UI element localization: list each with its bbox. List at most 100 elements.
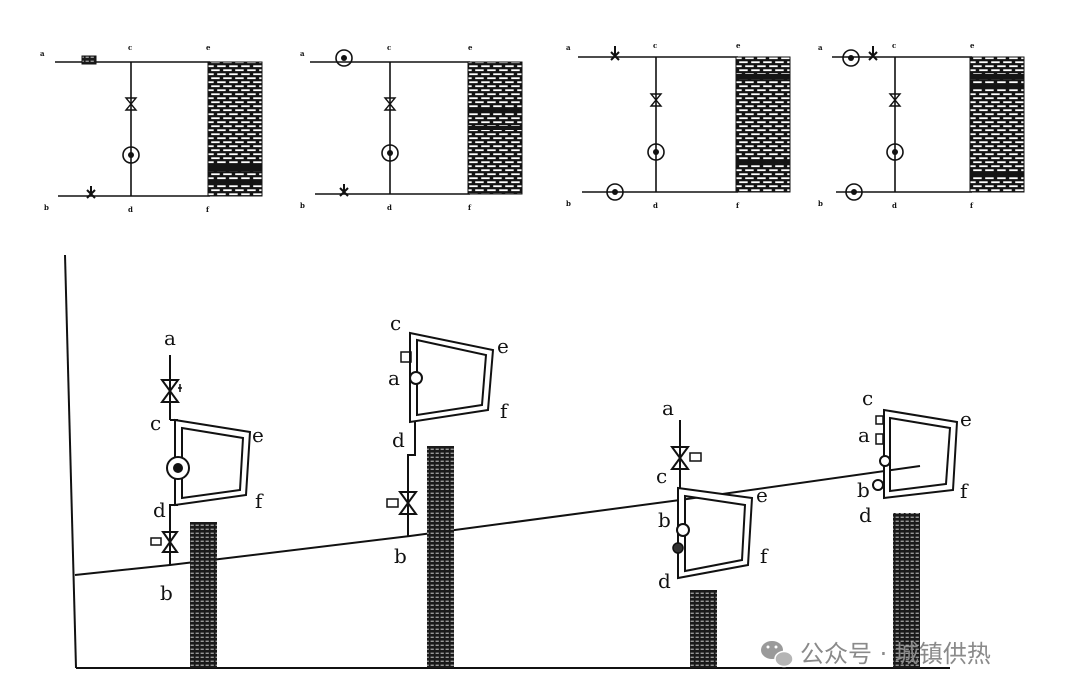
label-a: a	[858, 423, 870, 447]
label-a: a	[662, 396, 674, 420]
label-e: e	[960, 407, 972, 431]
profile-view: a c e d f b c a e d f b	[64, 254, 972, 669]
profile-section-1: a c e d f b	[150, 326, 264, 605]
valve-icon	[81, 55, 97, 65]
watermark-text: 公众号 · 城镇供热	[800, 640, 991, 668]
profile-section-2: c a e d f b	[386, 311, 509, 568]
valve-icon	[383, 97, 397, 111]
label-c: c	[656, 464, 667, 488]
label-d: d	[653, 201, 658, 210]
schematic-3: a c e b d f	[566, 41, 791, 210]
label-c: c	[150, 411, 161, 435]
valve-icon	[888, 93, 902, 107]
support-column	[690, 590, 717, 668]
label-e: e	[756, 483, 768, 507]
valve-icon	[670, 446, 690, 470]
watermark: 公众号 · 城镇供热	[761, 640, 991, 668]
schematic-4: a c e b d f	[818, 41, 1025, 210]
label-d: d	[392, 428, 405, 452]
valve-icon	[875, 415, 884, 425]
label-c: c	[653, 41, 657, 50]
pump-icon	[845, 183, 863, 201]
label-a: a	[566, 43, 571, 52]
label-e: e	[252, 423, 264, 447]
label-b: b	[658, 508, 671, 532]
valve-icon	[124, 97, 138, 111]
pump-icon	[122, 146, 140, 164]
label-e: e	[497, 334, 509, 358]
gauge-icon	[875, 433, 884, 445]
valve-icon	[868, 46, 878, 61]
label-e: e	[468, 43, 473, 52]
label-d: d	[658, 569, 671, 593]
profile-section-4: c a e b d f	[857, 386, 972, 527]
label-c: c	[862, 386, 873, 410]
actuator-icon	[150, 537, 162, 546]
label-f: f	[970, 201, 974, 210]
schematic-2: a c e b d f	[300, 43, 523, 212]
label-f: f	[500, 399, 509, 423]
label-d: d	[153, 498, 166, 522]
label-d: d	[859, 503, 872, 527]
label-b: b	[566, 199, 571, 208]
label-c: c	[390, 311, 401, 335]
left-boundary	[64, 254, 77, 669]
pump-icon	[879, 455, 891, 467]
pump-icon	[886, 143, 904, 161]
pump-icon	[842, 49, 860, 67]
label-f: f	[206, 205, 210, 214]
label-b: b	[818, 199, 823, 208]
label-a: a	[300, 49, 305, 58]
label-c: c	[892, 41, 896, 50]
pump-icon	[381, 144, 399, 162]
pump-icon	[409, 371, 423, 385]
label-f: f	[255, 489, 264, 513]
wall	[735, 56, 791, 193]
label-a: a	[164, 326, 176, 350]
label-a: a	[40, 49, 45, 58]
wall	[969, 56, 1025, 193]
expansion-loop	[409, 331, 495, 424]
wechat-icon	[761, 641, 794, 668]
label-d: d	[128, 205, 133, 214]
pump-icon	[872, 479, 884, 491]
label-e: e	[970, 41, 975, 50]
valve-icon	[649, 93, 663, 107]
label-f: f	[736, 201, 740, 210]
support-column	[427, 446, 454, 668]
label-e: e	[736, 41, 741, 50]
pump-icon	[647, 143, 665, 161]
pump-icon	[672, 542, 684, 554]
label-b: b	[300, 201, 305, 210]
profile-section-3: a c e b d f	[656, 396, 769, 593]
label-b: b	[394, 544, 407, 568]
pump-icon	[676, 523, 690, 537]
wall	[207, 61, 263, 197]
pump-icon	[335, 49, 353, 67]
support-column	[893, 513, 920, 668]
label-b: b	[44, 203, 49, 212]
label-a: a	[818, 43, 823, 52]
actuator-icon	[386, 498, 399, 508]
label-b: b	[857, 478, 870, 502]
support-column	[190, 522, 217, 668]
gauge-icon	[400, 351, 412, 363]
valve-icon	[398, 491, 418, 515]
valve-icon	[610, 46, 620, 61]
valve-icon	[160, 379, 180, 403]
valve-icon	[86, 186, 96, 199]
pump-icon	[606, 183, 624, 201]
valve-icon	[161, 531, 179, 553]
valve-icon	[339, 184, 349, 197]
label-b: b	[160, 581, 173, 605]
label-c: c	[387, 43, 391, 52]
actuator-icon	[689, 452, 702, 462]
label-d: d	[387, 203, 392, 212]
expansion-loop	[883, 408, 959, 500]
label-d: d	[892, 201, 897, 210]
label-f: f	[760, 544, 769, 568]
label-a: a	[388, 366, 400, 390]
schematic-1: a c e b d f	[40, 43, 263, 214]
main-pipe	[74, 465, 921, 576]
